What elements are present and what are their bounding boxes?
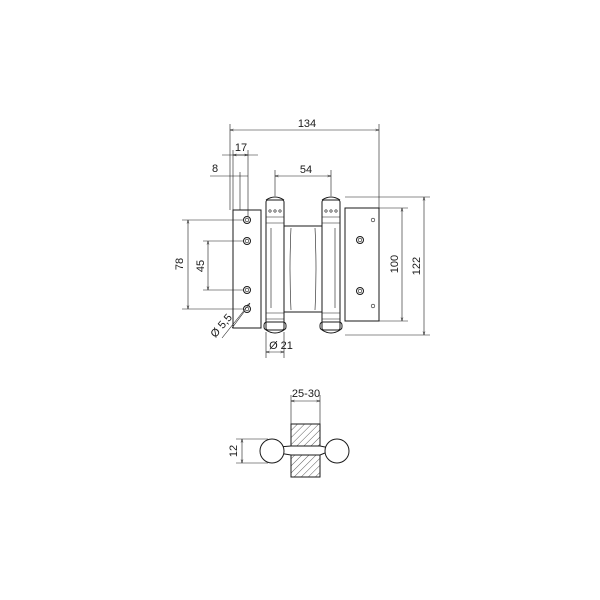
right-knuckle-section — [324, 438, 350, 464]
section-view: 25-30 12 — [228, 388, 350, 478]
right-barrel — [319, 196, 343, 334]
dim-knuckle-spacing: 54 — [300, 164, 312, 176]
right-plate-holes — [356, 217, 376, 309]
dim-barrel-diameter: Ø 21 — [269, 340, 293, 352]
right-leaf-plate — [344, 207, 380, 322]
screw-hole — [370, 303, 376, 309]
left-knuckle-section — [259, 438, 285, 464]
screw-hole — [356, 236, 364, 244]
dim-offset-8: 8 — [212, 163, 218, 175]
screw-hole — [356, 287, 364, 295]
dim-offset-17: 17 — [235, 142, 247, 154]
left-leaf-plate — [232, 209, 262, 329]
screw-hole — [243, 286, 251, 294]
dim-overall-height: 122 — [411, 257, 423, 275]
screw-hole — [370, 217, 376, 223]
dim-gap: 12 — [228, 445, 240, 457]
dim-overall-width: 134 — [298, 118, 316, 130]
spring-body — [284, 225, 322, 313]
dim-hole-spacing: 45 — [195, 260, 207, 272]
left-plate-holes — [243, 216, 251, 313]
door-section-bottom — [290, 454, 321, 478]
dim-hole-diameter: Ø 5,5 — [208, 312, 234, 340]
front-view: 134 17 8 54 100 122 78 45 — [174, 118, 430, 358]
door-section-top — [290, 423, 321, 447]
dim-hole-span: 78 — [174, 258, 186, 270]
dim-door-thickness: 25-30 — [292, 388, 320, 400]
screw-hole — [243, 237, 251, 245]
screw-hole — [243, 216, 251, 224]
dim-plate-height: 100 — [389, 255, 401, 273]
left-barrel — [263, 196, 287, 334]
